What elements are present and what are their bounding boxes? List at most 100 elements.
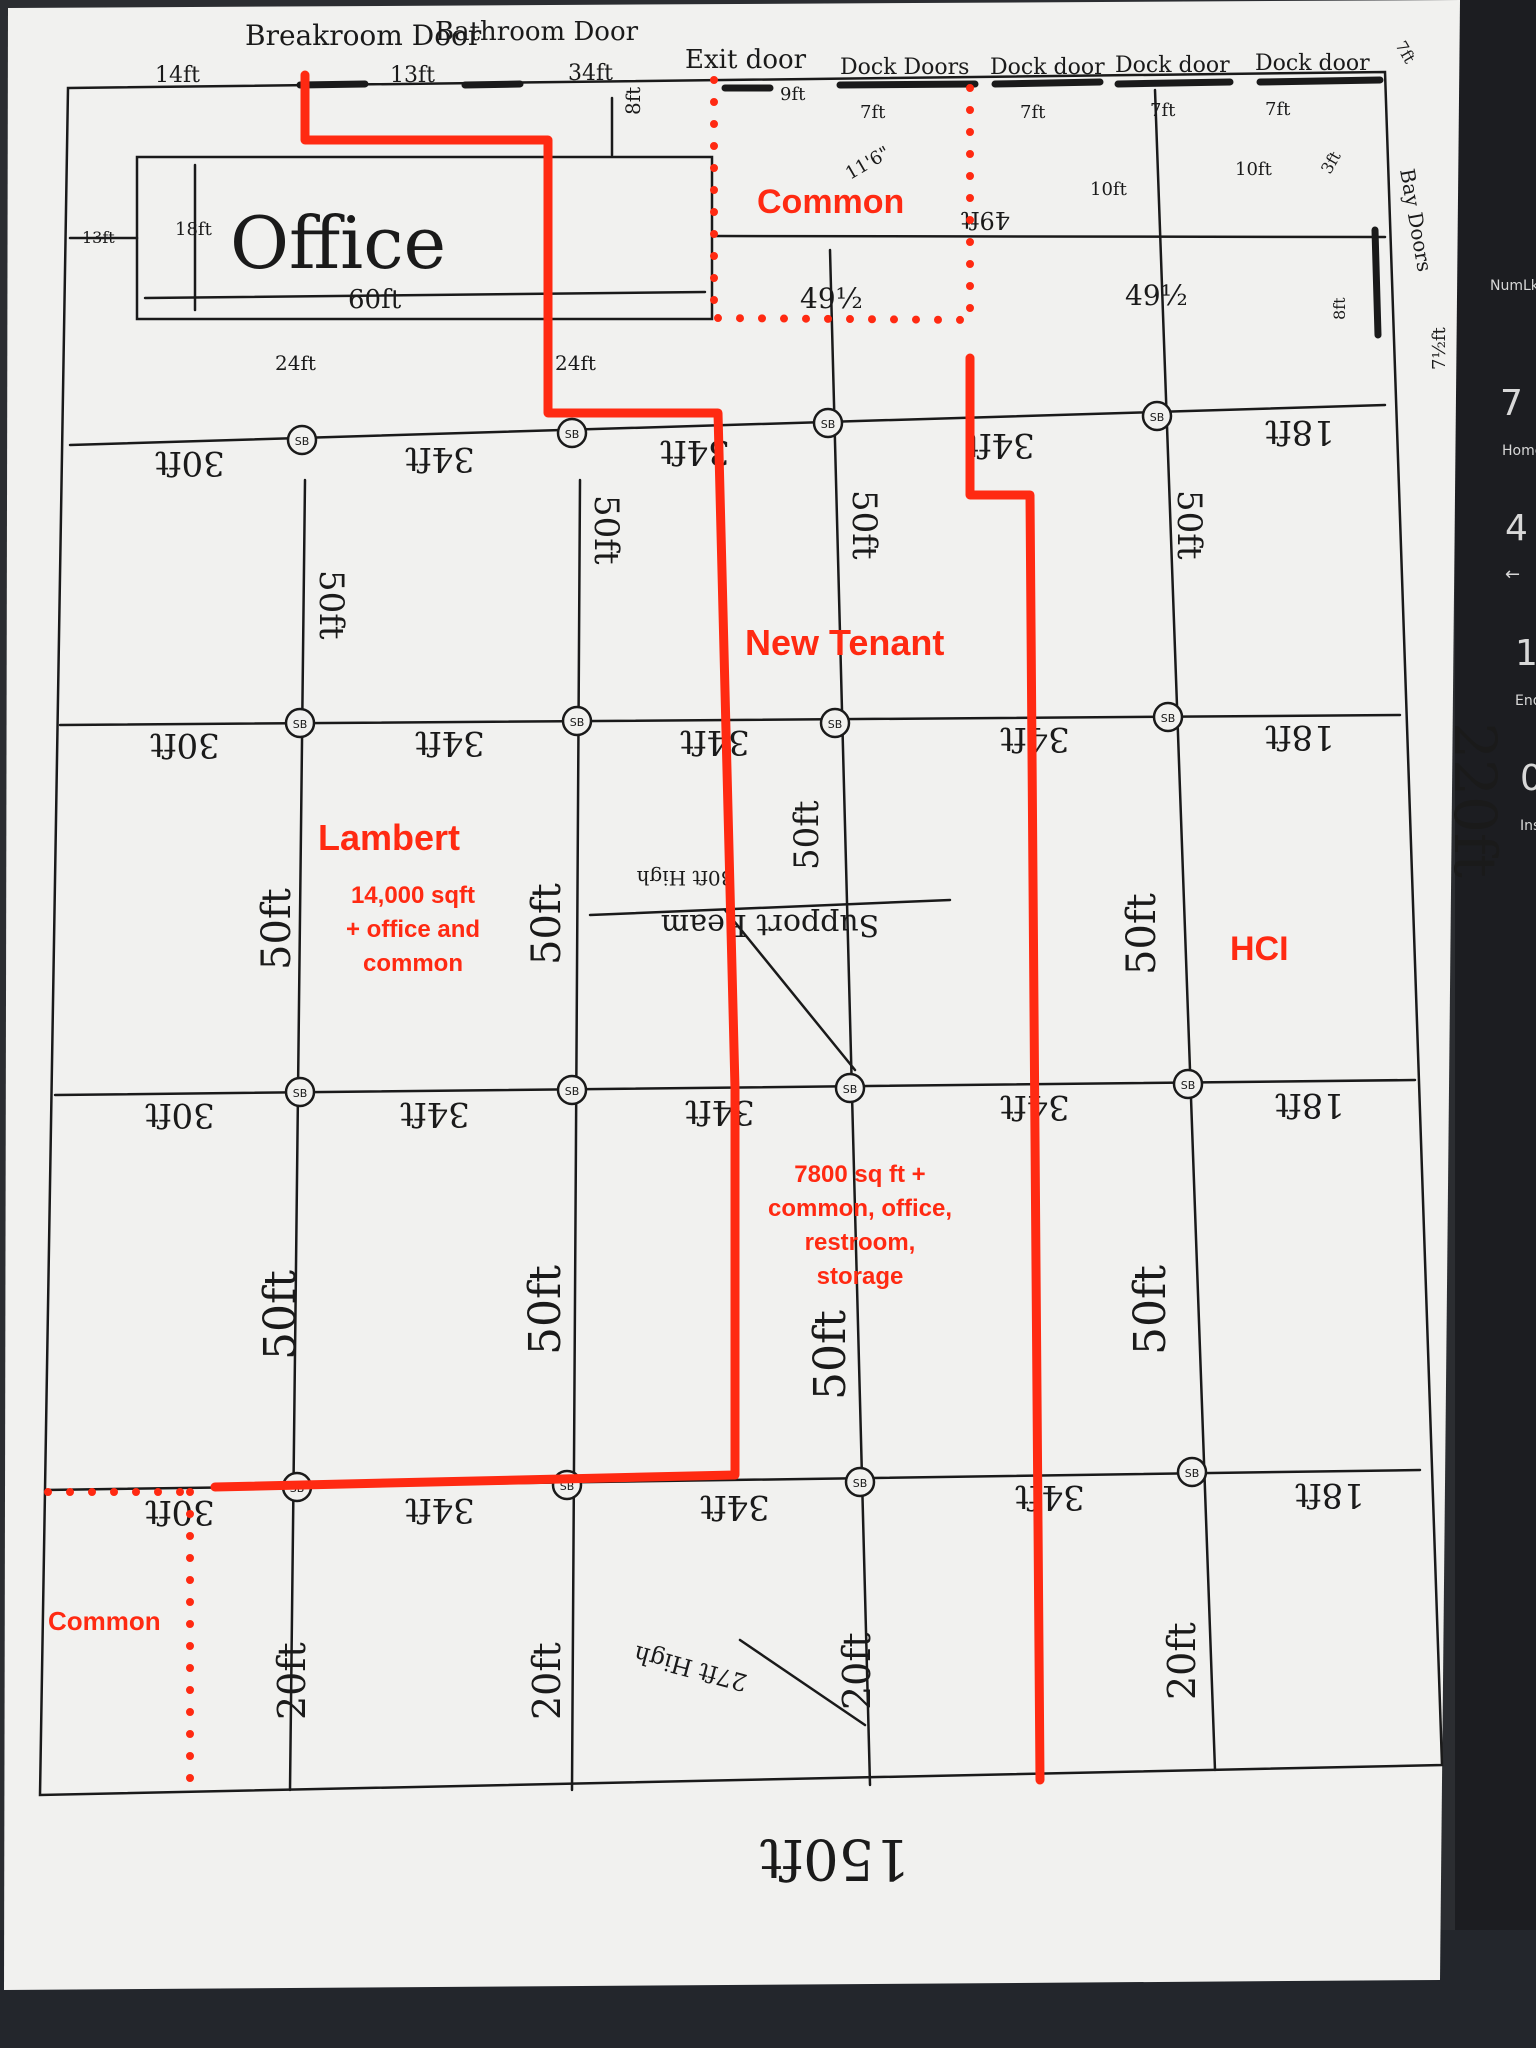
dock-door-1-label: Dock door — [990, 55, 1105, 80]
svg-text:30ft: 30ft — [150, 725, 220, 765]
support-beam-r1c3: SB — [812, 407, 844, 439]
svg-text:SB: SB — [1181, 1079, 1196, 1092]
svg-text:NumLk: NumLk — [1490, 278, 1536, 294]
svg-text:Ins: Ins — [1520, 818, 1536, 834]
dock-door-2-label: Dock door — [1115, 53, 1230, 78]
svg-text:SB: SB — [293, 1087, 308, 1100]
svg-text:34ft: 34ft — [400, 1094, 470, 1134]
svg-text:SB: SB — [565, 428, 580, 441]
svg-text:50ft: 50ft — [255, 1270, 306, 1360]
svg-text:30ft: 30ft — [145, 1095, 215, 1135]
top-dimensions: 14ft 13ft 34ft 9ft 7ft 7ft 7ft 7ft 8ft 1… — [155, 38, 1450, 371]
support-beam-note: Support Beam — [661, 907, 879, 942]
building-outline — [38, 70, 1444, 1797]
svg-text:50ft: 50ft — [311, 570, 351, 640]
svg-text:SB: SB — [570, 716, 585, 729]
support-beam-r1c1: SB — [286, 424, 318, 456]
bathroom-door-label: Bathroom Door — [435, 17, 639, 47]
svg-text:SB: SB — [565, 1085, 580, 1098]
svg-text:50ft: 50ft — [787, 800, 827, 870]
office-labels: Office 60ft 18ft 13ft — [82, 201, 446, 315]
support-beam-r2c3: SB — [819, 707, 851, 739]
svg-text:7ft: 7ft — [1265, 99, 1291, 120]
overall-width-dim: 150ft — [759, 1826, 910, 1891]
column-line-2 — [570, 478, 582, 1792]
overall-height-dim: 220ft — [1441, 722, 1509, 877]
svg-text:20ft: 20ft — [1160, 1622, 1204, 1700]
keyboard-keys: NumLk 7 Home 4 ← 1 End 0 Ins — [1490, 278, 1536, 834]
svg-text:34ft: 34ft — [680, 722, 750, 762]
svg-text:SB: SB — [1185, 1467, 1200, 1480]
tenant-area-line-1: 7800 sq ft + — [794, 1161, 925, 1188]
svg-text:34ft: 34ft — [405, 439, 475, 479]
support-beam-r1c2: SB — [556, 417, 588, 449]
breakroom-door-label: Breakroom Door — [245, 19, 482, 52]
svg-text:50ft: 50ft — [520, 1265, 571, 1355]
svg-text:←: ← — [1505, 564, 1520, 585]
svg-text:7: 7 — [1500, 383, 1523, 424]
lambert-area-line-3: common — [363, 950, 463, 977]
office-width-dim: 60ft — [348, 285, 402, 315]
red-overlay — [44, 70, 1045, 1785]
tenant-area-line-3: restroom, — [805, 1229, 916, 1256]
support-beam-r3c2: SB — [556, 1074, 588, 1106]
support-beam-r2c1: SB — [284, 707, 316, 739]
svg-text:14ft: 14ft — [155, 63, 200, 88]
svg-text:20ft: 20ft — [835, 1632, 879, 1710]
svg-text:10ft: 10ft — [1090, 179, 1128, 200]
svg-text:1: 1 — [1515, 633, 1536, 674]
svg-text:SB: SB — [853, 1477, 868, 1490]
support-beam-r4c3: SB — [844, 1466, 876, 1498]
red-labels: Common New Tenant Lambert 14,000 sqft + … — [48, 183, 1289, 1636]
svg-text:End: End — [1515, 693, 1536, 709]
lambert-label: Lambert — [318, 817, 460, 858]
tenant-area-line-2: common, office, — [768, 1195, 952, 1222]
svg-text:50ft: 50ft — [586, 495, 626, 565]
svg-text:24ft: 24ft — [555, 351, 596, 375]
svg-text:50ft: 50ft — [524, 883, 570, 965]
svg-text:0: 0 — [1520, 758, 1536, 799]
svg-text:20ft: 20ft — [525, 1642, 569, 1720]
svg-text:SB: SB — [843, 1083, 858, 1096]
support-beam-r4c4: SB — [1176, 1456, 1208, 1488]
column-line-4 — [1153, 88, 1217, 1772]
tenant-area-line-4: storage — [817, 1263, 904, 1290]
column-line-3 — [828, 248, 872, 1787]
support-beam-r3c1: SB — [284, 1076, 316, 1108]
hci-label: HCI — [1230, 930, 1289, 968]
lambert-boundary — [210, 70, 740, 1492]
svg-text:Home: Home — [1502, 443, 1536, 459]
svg-text:4: 4 — [1505, 508, 1528, 549]
new-tenant-label: New Tenant — [745, 622, 944, 663]
svg-text:7ft: 7ft — [1020, 102, 1046, 123]
svg-text:49½: 49½ — [800, 282, 863, 315]
office-height-dim: 18ft — [175, 219, 213, 240]
header-labels: Breakroom Door Bathroom Door Exit door D… — [245, 17, 1437, 274]
svg-text:34ft: 34ft — [700, 1487, 770, 1527]
support-beams: SB SB SB SB SB SB SB SB SB SB SB SB SB S… — [281, 400, 1208, 1503]
svg-text:50ft: 50ft — [254, 888, 300, 970]
overall-dimensions: 220ft 150ft — [759, 722, 1509, 1891]
svg-text:20ft: 20ft — [270, 1642, 314, 1720]
svg-text:18ft: 18ft — [1295, 1475, 1365, 1515]
svg-text:50ft: 50ft — [844, 490, 884, 560]
svg-text:34ft: 34ft — [1015, 1477, 1085, 1517]
lambert-area-line-2: + office and — [346, 916, 480, 943]
svg-text:7ft: 7ft — [1150, 100, 1176, 121]
svg-text:18ft: 18ft — [1265, 412, 1335, 452]
lambert-area-line-1: 14,000 sqft — [351, 882, 475, 909]
dock-doors-label: Dock Doors — [840, 55, 969, 80]
svg-text:34ft: 34ft — [568, 61, 613, 86]
svg-text:49½: 49½ — [1125, 279, 1188, 312]
svg-text:30ft: 30ft — [155, 443, 225, 483]
dock-area-line — [710, 234, 1387, 239]
svg-text:24ft: 24ft — [275, 351, 316, 375]
svg-text:7½ft: 7½ft — [1429, 326, 1450, 370]
svg-text:7ft: 7ft — [860, 102, 886, 123]
svg-text:SB: SB — [821, 418, 836, 431]
svg-text:8ft: 8ft — [1330, 297, 1349, 320]
svg-text:SB: SB — [1161, 712, 1176, 725]
support-beam-r3c4: SB — [1172, 1068, 1204, 1100]
svg-text:34ft: 34ft — [965, 425, 1035, 465]
exit-door-label: Exit door — [685, 45, 807, 75]
